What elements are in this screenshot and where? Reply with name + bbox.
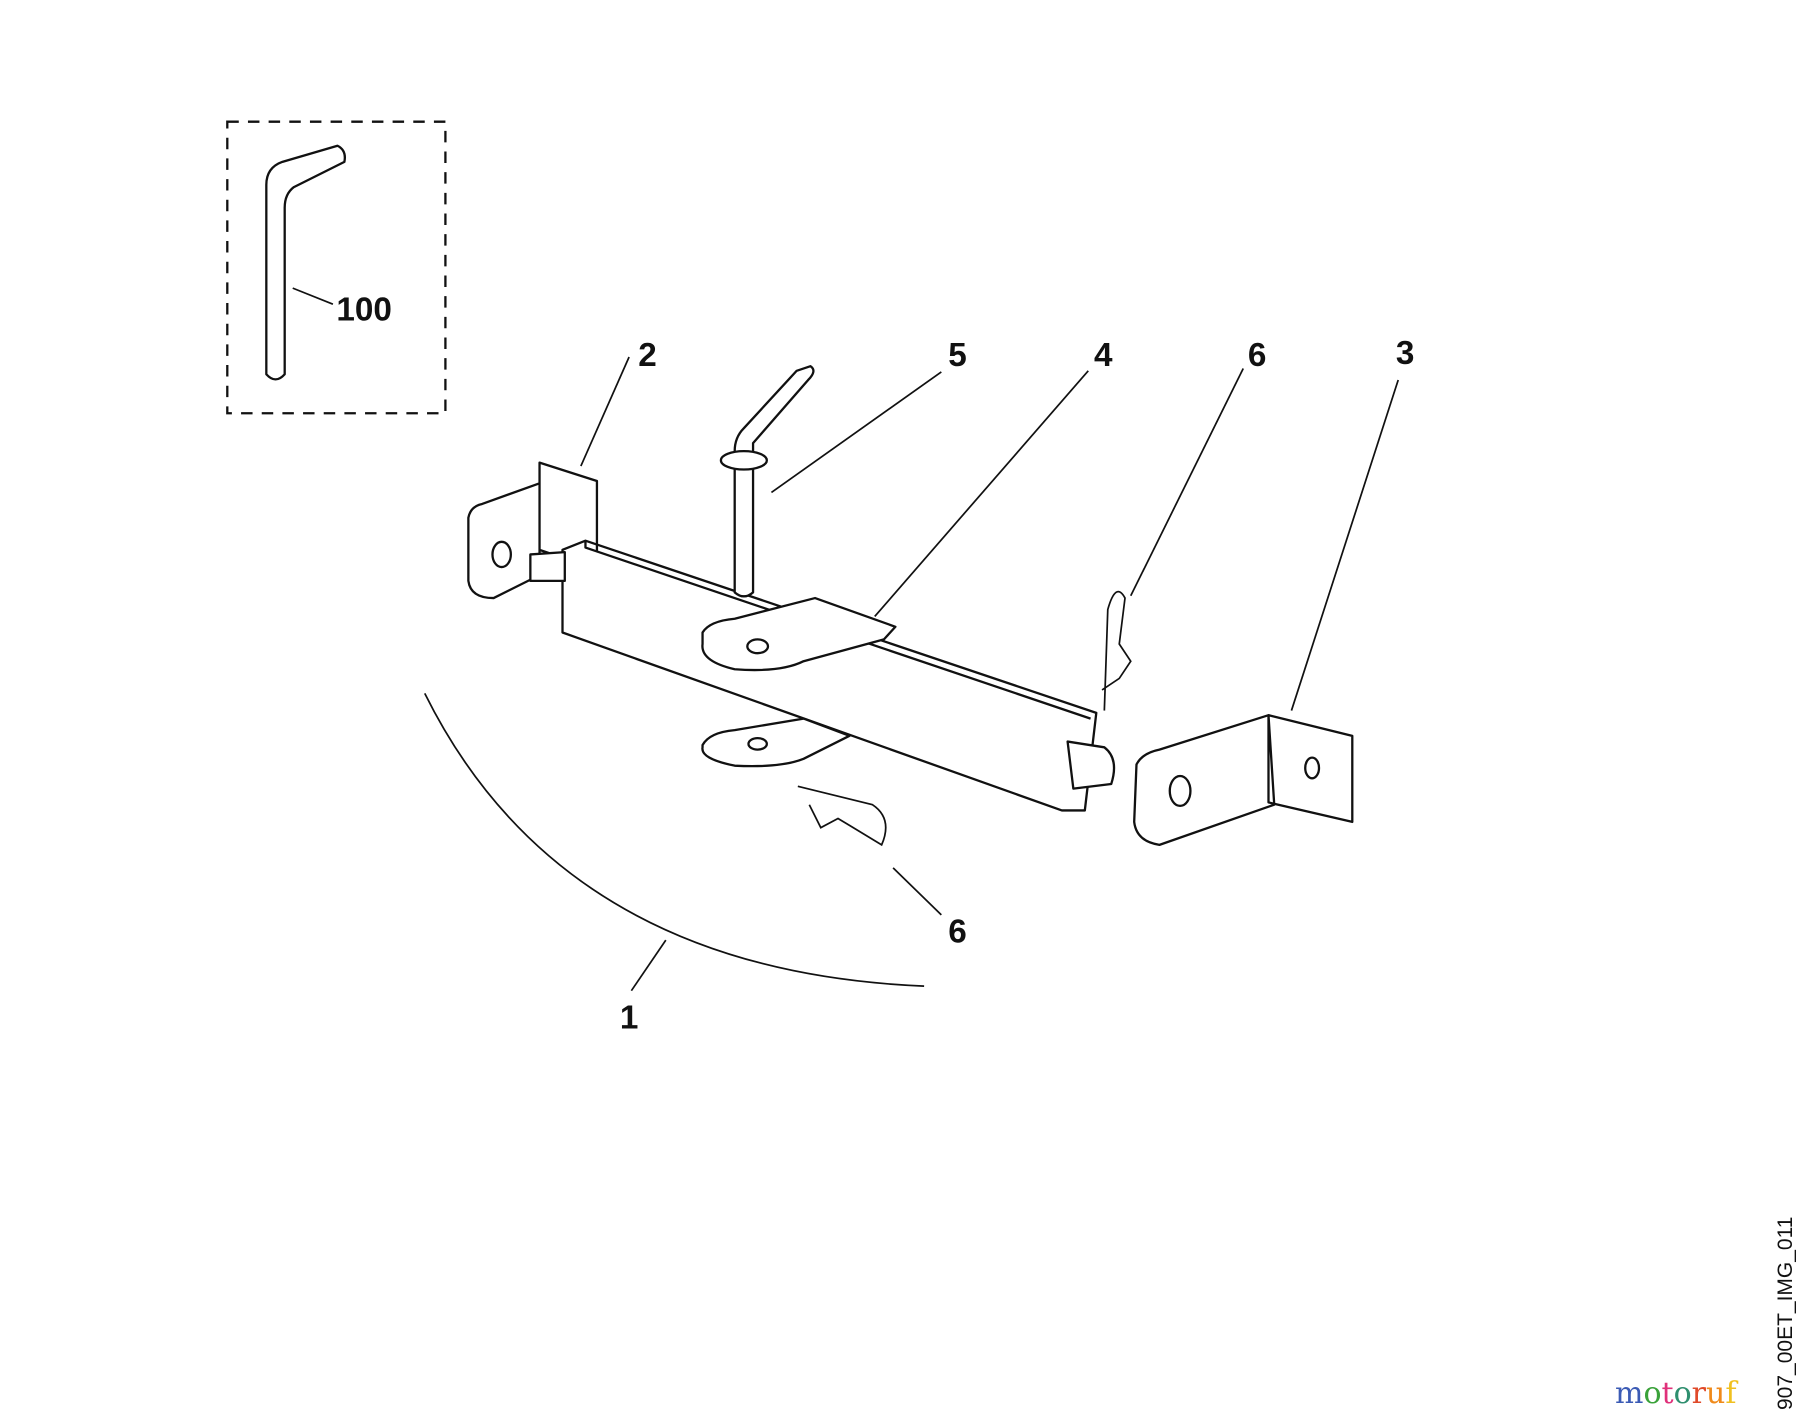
- callout-5: 5: [948, 337, 967, 374]
- logo-letter: r: [1691, 1376, 1706, 1411]
- callout-6-bottom: 6: [948, 913, 967, 950]
- logo-letter: f: [1725, 1376, 1737, 1411]
- logo-letter: o: [1643, 1376, 1662, 1411]
- lower-plate: [701, 717, 851, 768]
- callout-2: 2: [638, 337, 657, 374]
- logo-letter: m: [1615, 1376, 1644, 1411]
- assembly-arc: [423, 692, 925, 987]
- motoruf-logo: motoruf: [1615, 1376, 1736, 1412]
- kit-pin-100: [265, 144, 346, 381]
- callout-6-top: 6: [1248, 337, 1267, 374]
- optional-kit-box: [226, 120, 447, 415]
- hair-clip-top: [1101, 590, 1132, 711]
- callout-3: 3: [1396, 335, 1415, 372]
- logo-letter: u: [1705, 1376, 1726, 1411]
- logo-letter: t: [1661, 1376, 1674, 1411]
- right-bracket: [1133, 714, 1354, 847]
- callout-4: 4: [1094, 337, 1113, 374]
- callout-1: 1: [620, 1000, 639, 1037]
- drawbar: [561, 539, 1098, 812]
- hair-clip-bottom: [797, 785, 887, 847]
- hitch-pin: [733, 365, 815, 598]
- image-code: 907_00ET_IMG_011: [1774, 1216, 1797, 1410]
- callout-100: 100: [336, 291, 392, 328]
- logo-letter: o: [1673, 1376, 1692, 1411]
